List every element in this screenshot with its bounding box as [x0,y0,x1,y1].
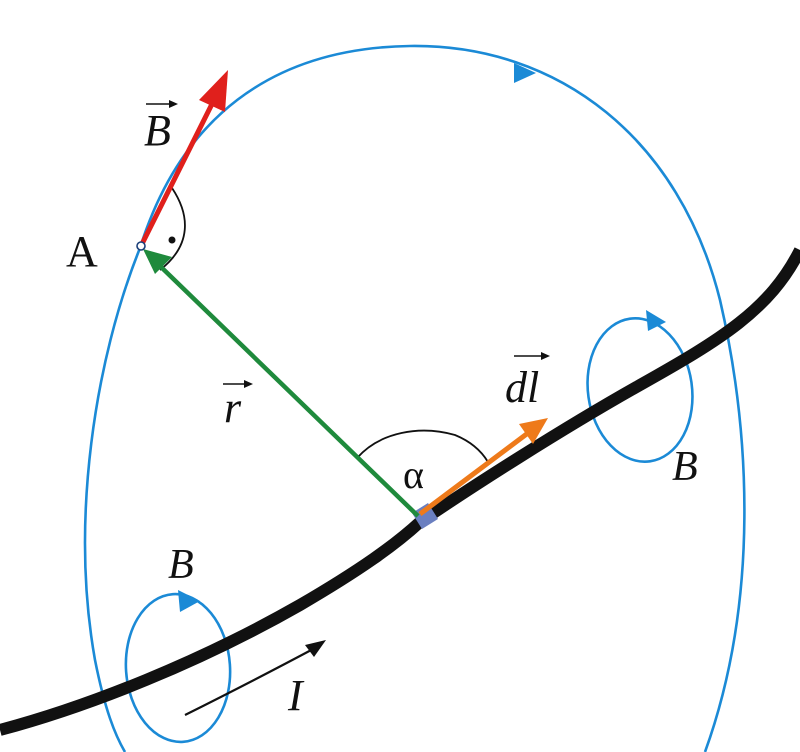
right-angle-arc [159,187,186,271]
field-line-large-loop [138,44,746,752]
vector-B-overarrow-head [169,100,178,108]
vector-r-line [158,264,420,518]
field-line-small-loop-left [124,592,232,744]
point-A-label: A [66,227,98,276]
angle-alpha-arc [356,429,489,463]
vector-B-line [138,102,215,248]
current-I-label: I [287,671,305,720]
vector-dl-overarrow-head [541,352,550,360]
current-wire [0,247,800,736]
vector-r-overarrow-head [244,380,253,388]
arrowhead-icon [646,310,666,331]
field-B-label-right: B [672,444,698,490]
vector-B-label: B [144,106,171,155]
current-direction-arrow [184,647,316,716]
angle-alpha-label: α [403,452,424,497]
field-line-large-loop-left [83,247,142,752]
segment-dl-marker [412,503,438,529]
right-angle-dot [168,236,176,244]
vector-dl-line [418,431,530,516]
field-line-small-loop-right [586,317,694,463]
vector-arrow-icon [143,249,172,274]
vector-dl-label: dl [505,363,539,412]
field-B-label-left: B [168,542,194,588]
arrowhead-icon [514,63,536,83]
vector-arrow-icon [199,70,228,112]
arrowhead-icon [305,640,326,657]
arrowhead-icon [178,590,200,612]
vector-arrow-icon [519,418,548,444]
point-A-marker [136,241,146,251]
vector-r-label: r [224,383,242,432]
